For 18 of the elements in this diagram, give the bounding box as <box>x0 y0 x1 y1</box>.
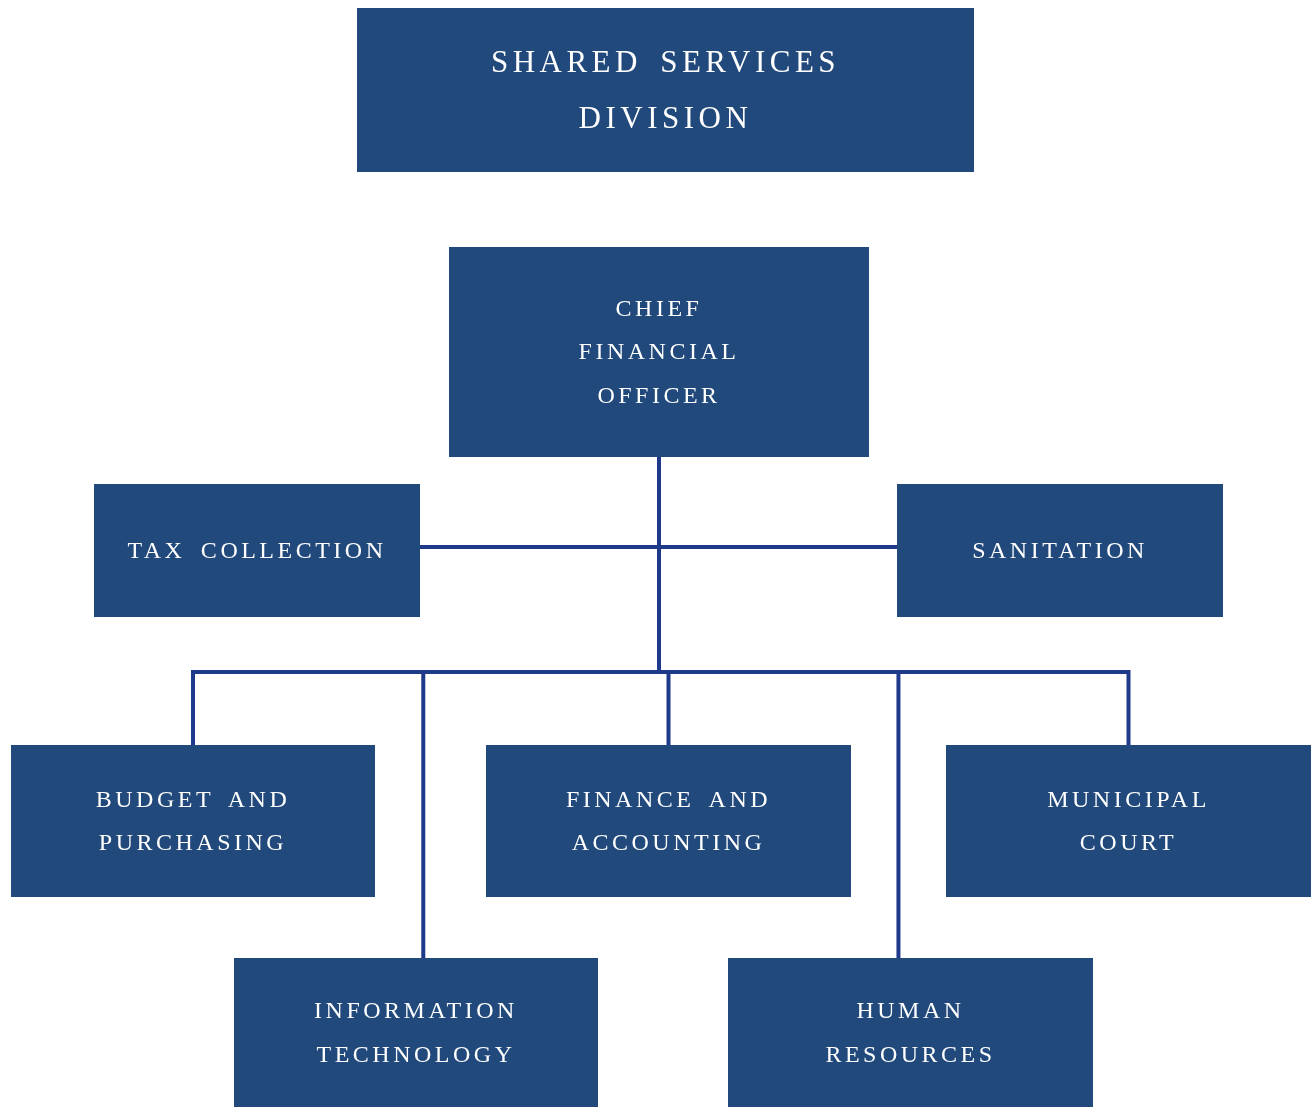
org-unit-box <box>94 484 420 617</box>
org-unit-box <box>11 745 375 897</box>
org-unit-box <box>486 745 851 897</box>
unit-name: INFORMATION TECHNOLOGY <box>313 996 519 1069</box>
org-unit-box <box>357 8 974 172</box>
unit-name: HUMAN RESOURCES <box>824 996 997 1069</box>
org-unit-box <box>234 958 598 1107</box>
unit-name: SHARED SERVICES DIVISION <box>489 43 842 137</box>
unit-name: CHIEF FINANCIAL OFFICER <box>577 294 741 410</box>
org-unit-box <box>449 247 869 457</box>
unit-name: TAX COLLECTION <box>127 535 387 565</box>
unit-name: MUNICIPAL COURT <box>1046 784 1211 857</box>
org-unit-box <box>946 745 1311 897</box>
org-unit-box <box>728 958 1093 1107</box>
unit-name: BUDGET AND PURCHASING <box>94 784 292 857</box>
unit-name: FINANCE AND ACCOUNTING <box>564 784 773 857</box>
unit-name: SANITATION <box>972 535 1148 565</box>
org-unit-box <box>897 484 1223 617</box>
